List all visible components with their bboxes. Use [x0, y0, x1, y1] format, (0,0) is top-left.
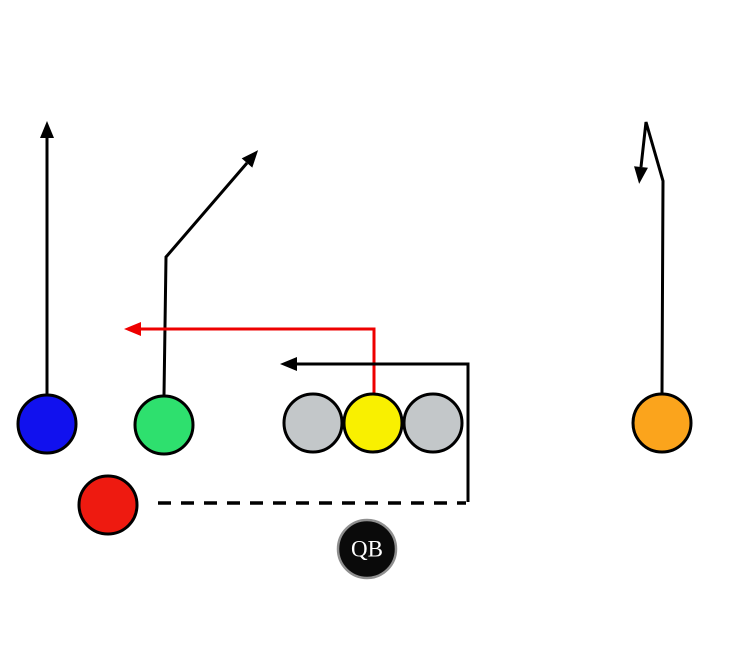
player-right-lineman[interactable] [402, 392, 464, 454]
player-quarterback-circle[interactable] [336, 518, 398, 580]
player-red-runningback-circle[interactable] [77, 474, 139, 536]
player-left-lineman-circle[interactable] [282, 392, 344, 454]
player-left-lineman[interactable] [282, 392, 344, 454]
player-orange-receiver-circle[interactable] [631, 392, 693, 454]
route-blue-go-arrowhead [40, 121, 54, 138]
player-right-lineman-circle[interactable] [402, 392, 464, 454]
player-quarterback[interactable]: QB [336, 518, 398, 580]
route-black-drag [280, 357, 470, 502]
route-blue-go [40, 121, 54, 394]
player-center-yellow-circle[interactable] [342, 392, 404, 454]
route-green-corner [162, 150, 259, 396]
player-green-receiver-circle[interactable] [133, 394, 195, 456]
route-center-red-handoff-arrowhead [124, 322, 141, 336]
player-red-runningback[interactable] [77, 474, 139, 536]
route-center-red-handoff [124, 322, 376, 393]
route-black-drag-arrowhead [280, 357, 297, 371]
player-blue-receiver[interactable] [16, 393, 78, 455]
route-orange-comeback-arrowhead [634, 166, 648, 184]
route-orange-comeback [634, 121, 665, 394]
player-center-yellow[interactable] [342, 392, 404, 454]
route-green-corner-arrowhead [241, 150, 259, 168]
player-orange-receiver[interactable] [631, 392, 693, 454]
player-blue-receiver-circle[interactable] [16, 393, 78, 455]
player-green-receiver[interactable] [133, 394, 195, 456]
player-quarterback-label: QB [351, 537, 383, 562]
